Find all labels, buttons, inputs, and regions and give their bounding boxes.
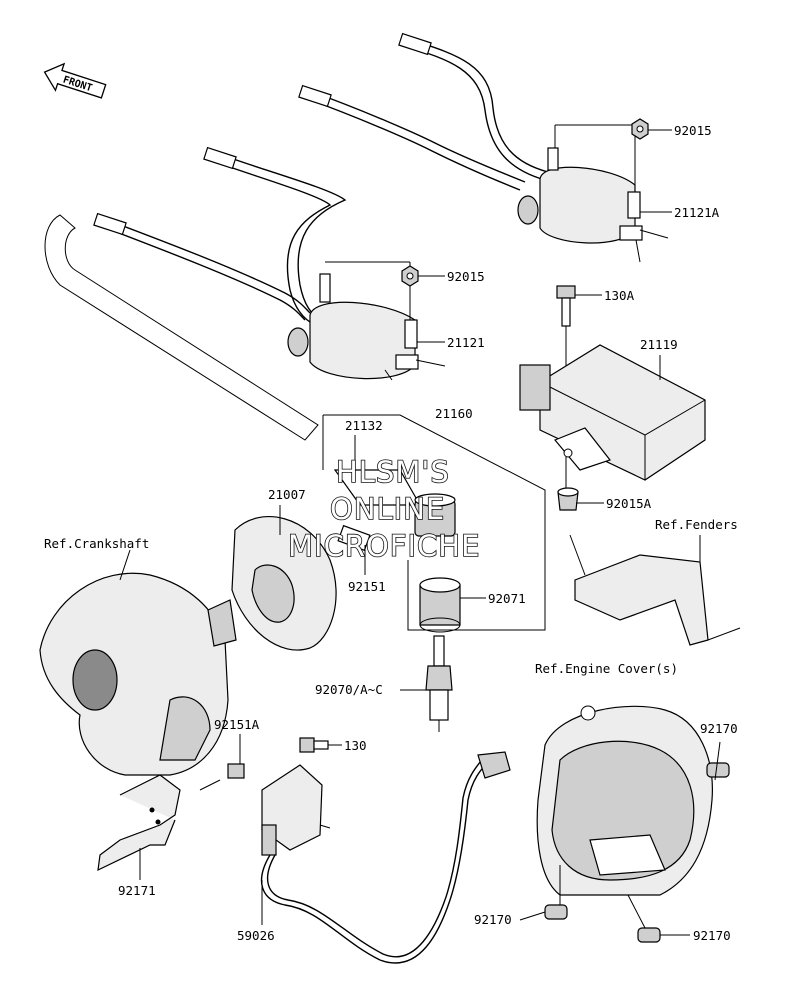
part-label-59026: 59026 (237, 928, 275, 943)
part-label-21132: 21132 (345, 418, 383, 433)
part-label-21121a: 21121A (674, 205, 720, 220)
part-label-21121: 21121 (447, 335, 485, 350)
watermark-line-2: ONLINE (330, 492, 445, 526)
spark-plug (425, 635, 453, 732)
ignition-coil-lower (287, 261, 446, 381)
bushing-92071 (419, 577, 461, 633)
ignition-rotor (231, 516, 371, 651)
igniter-unit (519, 344, 706, 481)
part-label-92070: 92070/A~C (315, 682, 383, 697)
bolt-130 (299, 737, 329, 753)
part-label-92015-lower: 92015 (447, 269, 485, 284)
nut-92015-upper (631, 118, 649, 140)
ref-engine-cover-label: Ref.Engine Cover(s) (535, 661, 678, 676)
pickup-assembly-frame (322, 414, 546, 631)
watermark: HLSM'S ONLINE MICROFICHE (287, 454, 480, 564)
crankshaft (39, 572, 237, 776)
watermark-line-1: HLSM'S (336, 455, 450, 489)
part-label-92151a: 92151A (214, 717, 260, 732)
part-label-92151: 92151 (348, 579, 386, 594)
part-label-92015-upper: 92015 (674, 123, 712, 138)
nut-92015-lower (401, 265, 419, 287)
ignition-coil-upper (517, 124, 669, 263)
part-label-92170-c: 92170 (693, 928, 731, 943)
engine-cover (536, 705, 730, 943)
front-arrow-icon: FRONT (43, 62, 107, 99)
part-label-21007: 21007 (268, 487, 306, 502)
part-label-130: 130 (344, 738, 367, 753)
part-label-92071: 92071 (488, 591, 526, 606)
part-label-130a: 130A (604, 288, 635, 303)
part-label-21160: 21160 (435, 406, 473, 421)
part-label-92170-a: 92170 (700, 721, 738, 736)
part-label-92171: 92171 (118, 883, 156, 898)
fender-bracket (569, 534, 741, 646)
wire-harness (260, 751, 511, 964)
screw-92151a (199, 763, 245, 791)
ref-crankshaft-label: Ref.Crankshaft (44, 536, 149, 551)
watermark-line-3: MICROFICHE (288, 529, 480, 563)
plate-92171 (97, 774, 181, 872)
pickup-coil (333, 469, 456, 537)
part-label-21119: 21119 (640, 337, 678, 352)
grommet-92015a (557, 487, 579, 511)
leader-lines (119, 129, 721, 936)
ignition-cables (93, 32, 549, 326)
part-label-92170-b: 92170 (474, 912, 512, 927)
cable-sheath-outline (44, 214, 319, 441)
ref-fenders-label: Ref.Fenders (655, 517, 738, 532)
part-label-92015a: 92015A (606, 496, 652, 511)
